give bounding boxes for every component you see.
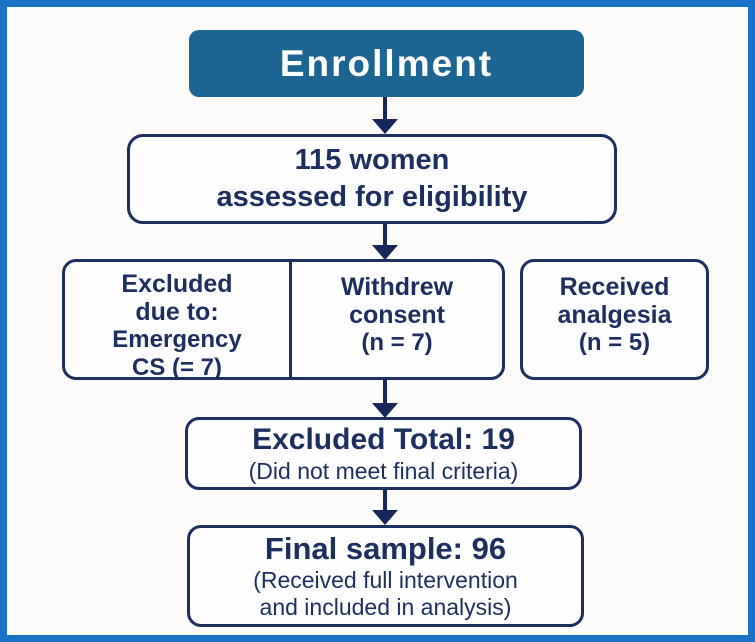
analgesia-line: (n = 5) — [578, 329, 651, 356]
arrow-head — [372, 119, 398, 134]
enrollment-label: Enrollment — [279, 42, 494, 84]
withdrew-line: (n = 7) — [361, 329, 433, 356]
arrow-head — [372, 403, 398, 418]
excluded-cs-line: Excluded — [121, 270, 233, 298]
analgesia-line: analgesia — [557, 301, 672, 329]
arrow-down-icon — [372, 380, 398, 418]
analgesia-line: Received — [559, 273, 670, 301]
node-excluded-emergency-cs: Excluded due to: Emergency CS (= 7) — [65, 262, 292, 381]
excluded-cs-line: Emergency — [112, 326, 242, 353]
exclusion-reasons-group: Excluded due to: Emergency CS (= 7) With… — [62, 259, 505, 381]
node-final-sample: Final sample: 96 (Received full interven… — [187, 525, 584, 627]
excluded-total-sub: (Did not meet final criteria) — [248, 457, 519, 484]
assessed-line: assessed for eligibility — [216, 181, 528, 213]
arrow-stem — [383, 224, 387, 247]
excluded-cs-line: due to: — [135, 298, 219, 326]
node-received-analgesia: Received analgesia (n = 5) — [520, 259, 709, 380]
node-withdrew-consent: Withdrew consent (n = 7) — [292, 262, 502, 377]
excluded-total-main: Excluded Total: 19 — [252, 422, 515, 456]
arrow-stem — [383, 490, 387, 512]
arrow-down-icon — [372, 97, 398, 134]
arrow-down-icon — [372, 490, 398, 525]
arrow-stem — [383, 380, 387, 405]
assessed-line: 115 women — [294, 144, 450, 176]
arrow-stem — [383, 97, 387, 121]
final-sample-sub: (Received full intervention — [253, 567, 518, 593]
excluded-cs-line: CS (= 7) — [131, 354, 223, 381]
arrow-down-icon — [372, 224, 398, 260]
node-assessed-eligibility: 115 women assessed for eligibility — [127, 134, 617, 224]
final-sample-sub: and included in analysis) — [259, 594, 512, 620]
withdrew-line: Withdrew — [340, 273, 454, 301]
withdrew-line: consent — [349, 301, 445, 329]
arrow-head — [372, 510, 398, 525]
node-excluded-total: Excluded Total: 19 (Did not meet final c… — [185, 417, 582, 490]
final-sample-main: Final sample: 96 — [264, 531, 507, 566]
arrow-head — [372, 245, 398, 260]
node-enrollment: Enrollment — [189, 30, 584, 97]
